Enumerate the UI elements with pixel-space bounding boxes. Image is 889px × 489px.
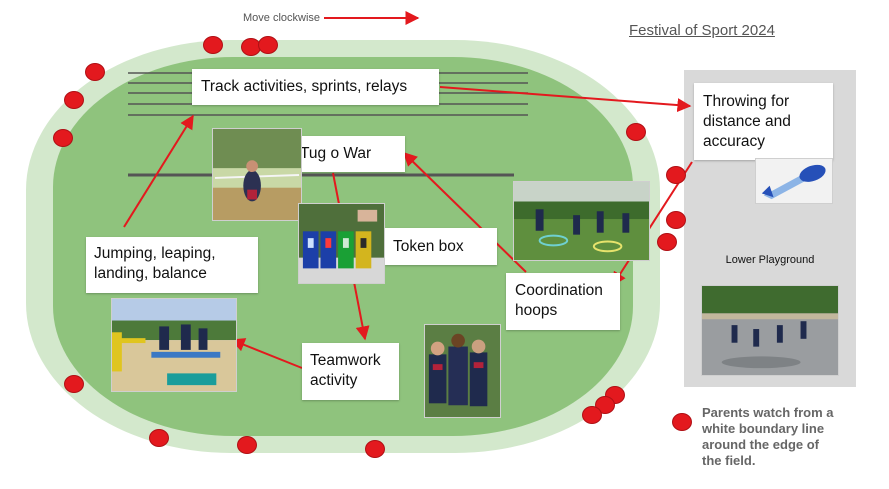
parent-marker-dot	[657, 233, 677, 251]
station-teamwork: Teamwork activity	[302, 343, 399, 400]
station-tug-o-war: Tug o War	[291, 136, 405, 172]
parent-marker-dot	[626, 123, 646, 141]
lower-playground-photo	[701, 285, 839, 376]
parent-marker-dot	[203, 36, 223, 54]
arrow-coordination-to-tug	[402, 152, 527, 273]
parent-marker-dot	[149, 429, 169, 447]
move-clockwise-note: Move clockwise	[243, 12, 321, 24]
station-coordination: Coordination hoops	[506, 273, 620, 330]
arrow-track-to-throwing	[439, 86, 692, 113]
station-track: Track activities, sprints, relays	[192, 69, 439, 105]
tug-o-war-photo	[212, 128, 302, 221]
token-box-photo	[298, 203, 385, 284]
parent-marker-dot	[582, 406, 602, 424]
parent-marker-dot	[64, 91, 84, 109]
parent-marker-dot	[365, 440, 385, 458]
javelin-photo	[755, 158, 833, 204]
legend-text: Parents watch from a white boundary line…	[702, 405, 834, 468]
parent-marker-dot	[53, 129, 73, 147]
parent-marker-dot	[666, 166, 686, 184]
parent-marker-dot	[64, 375, 84, 393]
parent-marker-dot	[237, 436, 257, 454]
parent-marker-dot	[666, 211, 686, 229]
flow-arrows	[123, 11, 693, 369]
teamwork-photo	[424, 324, 501, 418]
parent-marker-dot	[258, 36, 278, 54]
arrow-jumping-to-track	[123, 114, 194, 228]
page-title: Festival of Sport 2024	[629, 22, 775, 39]
lower-playground-label: Lower Playground	[725, 254, 815, 266]
station-token-box: Token box	[385, 228, 497, 265]
legend-marker-dot	[672, 413, 692, 431]
arrow-teamwork-to-jumping	[230, 338, 303, 369]
parent-marker-dot	[85, 63, 105, 81]
station-throwing: Throwing for distance and accuracy	[694, 83, 833, 160]
station-jumping: Jumping, leaping, landing, balance	[86, 237, 258, 293]
jumping-balance-photo	[111, 298, 237, 392]
coordination-hoops-photo	[513, 181, 650, 261]
